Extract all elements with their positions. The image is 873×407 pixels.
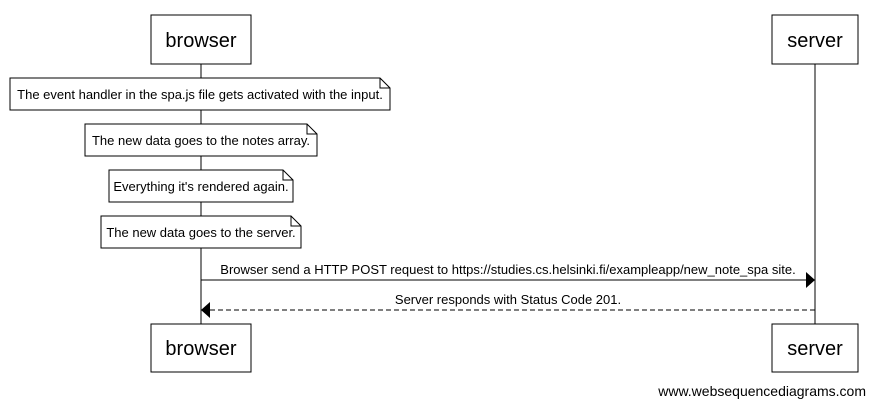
note-rendered-again: Everything it's rendered again. xyxy=(108,169,294,203)
browser-participant-bottom: browser xyxy=(150,323,252,373)
note-goes-to-server: The new data goes to the server. xyxy=(100,215,302,249)
browser-participant-top: browser xyxy=(150,14,252,65)
server-participant-label: server xyxy=(787,30,843,52)
message-label: Server responds with Status Code 201. xyxy=(395,292,621,307)
note-text: The new data goes to the notes array. xyxy=(92,133,310,148)
message-label: Browser send a HTTP POST request to http… xyxy=(220,262,795,277)
arrowhead-icon xyxy=(806,272,815,288)
arrowhead-icon xyxy=(201,302,210,318)
message-post-request: Browser send a HTTP POST request to http… xyxy=(201,262,815,288)
watermark: www.websequencediagrams.com xyxy=(657,383,866,399)
note-text: The event handler in the spa.js file get… xyxy=(17,87,383,102)
note-text: The new data goes to the server. xyxy=(106,225,295,240)
browser-participant-label: browser xyxy=(165,338,236,360)
server-participant-top: server xyxy=(771,14,859,65)
server-participant-label: server xyxy=(787,338,843,360)
message-response-201: Server responds with Status Code 201. xyxy=(201,292,815,318)
server-participant-bottom: server xyxy=(771,323,859,373)
note-event-handler: The event handler in the spa.js file get… xyxy=(9,77,391,111)
note-text: Everything it's rendered again. xyxy=(113,179,288,194)
note-notes-array: The new data goes to the notes array. xyxy=(84,123,318,157)
browser-participant-label: browser xyxy=(165,30,236,52)
